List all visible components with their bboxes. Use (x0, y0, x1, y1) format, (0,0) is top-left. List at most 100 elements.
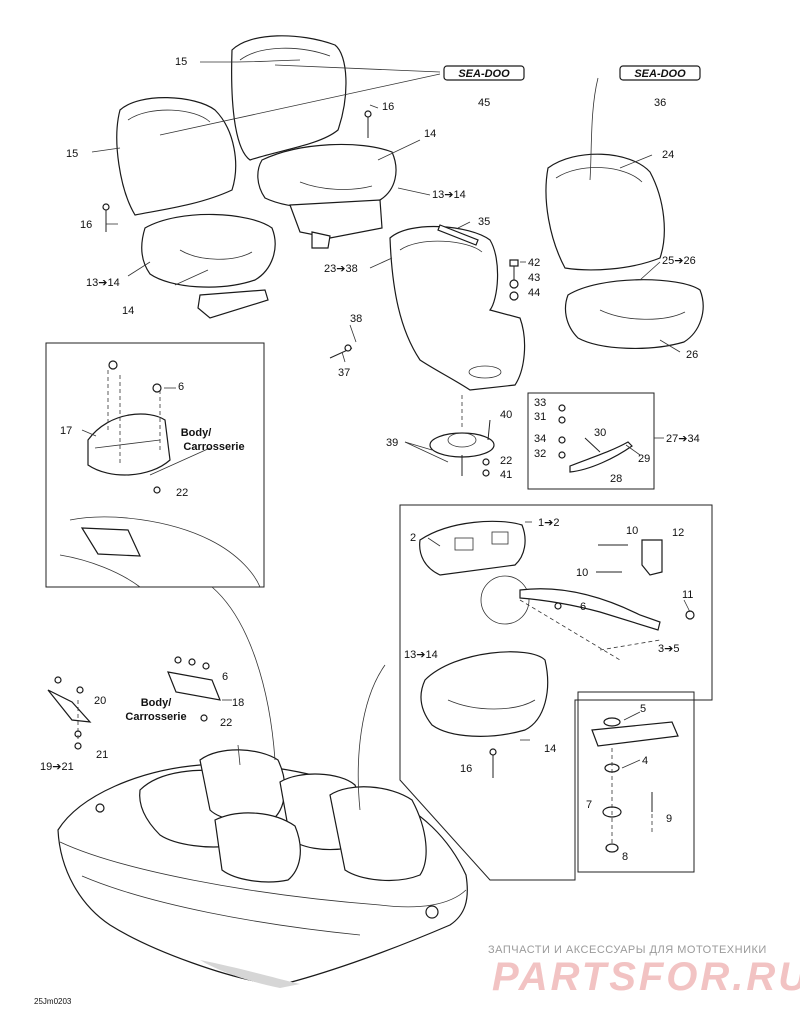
label-42: 42 (528, 257, 540, 269)
label-22-c: 22 (220, 717, 232, 729)
label-17: 17 (60, 425, 72, 437)
label-13-14-b: 13➔14 (86, 277, 120, 289)
bolt-37 (329, 344, 353, 359)
small-parts-19-21 (47, 676, 92, 750)
seat-support-39 (429, 395, 495, 476)
seat-cushion-14-rear (257, 143, 397, 249)
detail-box-latch (577, 691, 695, 873)
strip-35 (437, 224, 479, 246)
label-35: 35 (478, 216, 490, 228)
nut-41 (482, 469, 490, 477)
screw-16-a (364, 110, 372, 138)
label-10-b: 10 (576, 567, 588, 579)
label-27-34: 27➔34 (666, 433, 700, 445)
label-22-b: 22 (500, 455, 512, 467)
label-25-26: 25➔26 (662, 255, 696, 267)
sea-doo-logo-text: SEA-DOO (458, 68, 510, 80)
cover-2 (419, 520, 526, 576)
label-33: 33 (534, 397, 546, 409)
label-21: 21 (96, 749, 108, 761)
label-41: 41 (500, 469, 512, 481)
label-12: 12 (672, 527, 684, 539)
label-11: 11 (682, 589, 693, 601)
label-23-38: 23➔38 (324, 263, 358, 275)
body-callout-top-line2: Carrosserie (183, 441, 244, 453)
seat-cushion-14-detail (420, 651, 549, 737)
body-callout-top-line1: Body/ (181, 427, 212, 439)
label-1-2: 1➔2 (538, 517, 559, 529)
storage-cover-17 (87, 413, 171, 476)
small-parts-6-18 (167, 656, 221, 701)
label-4: 4 (642, 755, 648, 767)
label-31: 31 (534, 411, 546, 423)
body-callout-bottom-line1: Body/ (141, 697, 172, 709)
bolt-42 (509, 259, 519, 282)
label-14-b: 14 (122, 305, 134, 317)
label-29: 29 (638, 453, 650, 465)
label-13-14-c: 13➔14 (404, 649, 438, 661)
label-14-c: 14 (544, 743, 556, 755)
label-8: 8 (622, 851, 628, 863)
hull-recess-detail (59, 516, 261, 588)
label-34: 34 (534, 433, 546, 445)
backrest-24 (545, 153, 665, 271)
label-3-5: 3➔5 (658, 643, 679, 655)
seat-cushion-14-front (141, 213, 276, 319)
hull-seats (139, 749, 427, 883)
label-24: 24 (662, 149, 674, 161)
label-43: 43 (528, 272, 540, 284)
label-26: 26 (686, 349, 698, 361)
sea-doo-decal-45: SEA-DOO (443, 65, 525, 81)
sea-doo-logo-text-2: SEA-DOO (634, 68, 686, 80)
label-16-d: 16 (460, 763, 472, 775)
seat-cushion-26 (564, 279, 704, 349)
watermark-caption: ЗАПЧАСТИ И АКСЕССУАРЫ ДЛЯ МОТОТЕХНИКИ (488, 944, 767, 956)
label-19-21: 19➔21 (40, 761, 74, 773)
label-2: 2 (410, 532, 416, 544)
washer-43 (509, 279, 519, 289)
label-22-a: 22 (176, 487, 188, 499)
detail-box-storage (45, 342, 265, 588)
bracket-12 (641, 539, 663, 576)
label-28: 28 (610, 473, 622, 485)
detail-box-cover (399, 504, 713, 881)
label-16-a: 16 (382, 101, 394, 113)
label-6-c: 6 (222, 671, 228, 683)
callout-labels: 15 15 16 14 13➔14 16 13➔14 14 45 36 24 3… (40, 56, 700, 863)
watermark-brand-logo: PARTSFOR.RU (492, 955, 800, 999)
label-15-a: 15 (175, 56, 187, 68)
nut-44 (509, 291, 519, 301)
body-callout-top: Body/ Carrosserie (181, 427, 245, 453)
screw-16-b (102, 203, 110, 232)
plate-5 (591, 717, 679, 747)
label-37: 37 (338, 367, 350, 379)
label-20: 20 (94, 695, 106, 707)
label-38: 38 (350, 313, 362, 325)
latch-parts-28-34 (558, 404, 641, 473)
label-30: 30 (594, 427, 606, 439)
label-5: 5 (640, 703, 646, 715)
label-6-a: 6 (178, 381, 184, 393)
label-44: 44 (528, 287, 540, 299)
seat-base-23 (389, 225, 526, 391)
label-9: 9 (666, 813, 672, 825)
label-16-c: 16 (80, 219, 92, 231)
washer-22 (482, 458, 490, 466)
drawing-code: 25Jm0203 (34, 997, 72, 1006)
sea-doo-decal-36: SEA-DOO (619, 65, 701, 81)
label-40: 40 (500, 409, 512, 421)
label-32: 32 (534, 448, 546, 460)
label-15-b: 15 (66, 148, 78, 160)
label-7: 7 (586, 799, 592, 811)
label-13-14-a: 13➔14 (432, 189, 466, 201)
label-36: 36 (654, 97, 666, 109)
body-callout-bottom: Body/ Carrosserie (125, 697, 186, 723)
label-6-b: 6 (580, 601, 586, 613)
backrest-15-front (116, 97, 237, 216)
label-14-a: 14 (424, 128, 436, 140)
label-45: 45 (478, 97, 490, 109)
latch-4-9 (602, 748, 653, 853)
body-callout-bottom-line2: Carrosserie (125, 711, 186, 723)
